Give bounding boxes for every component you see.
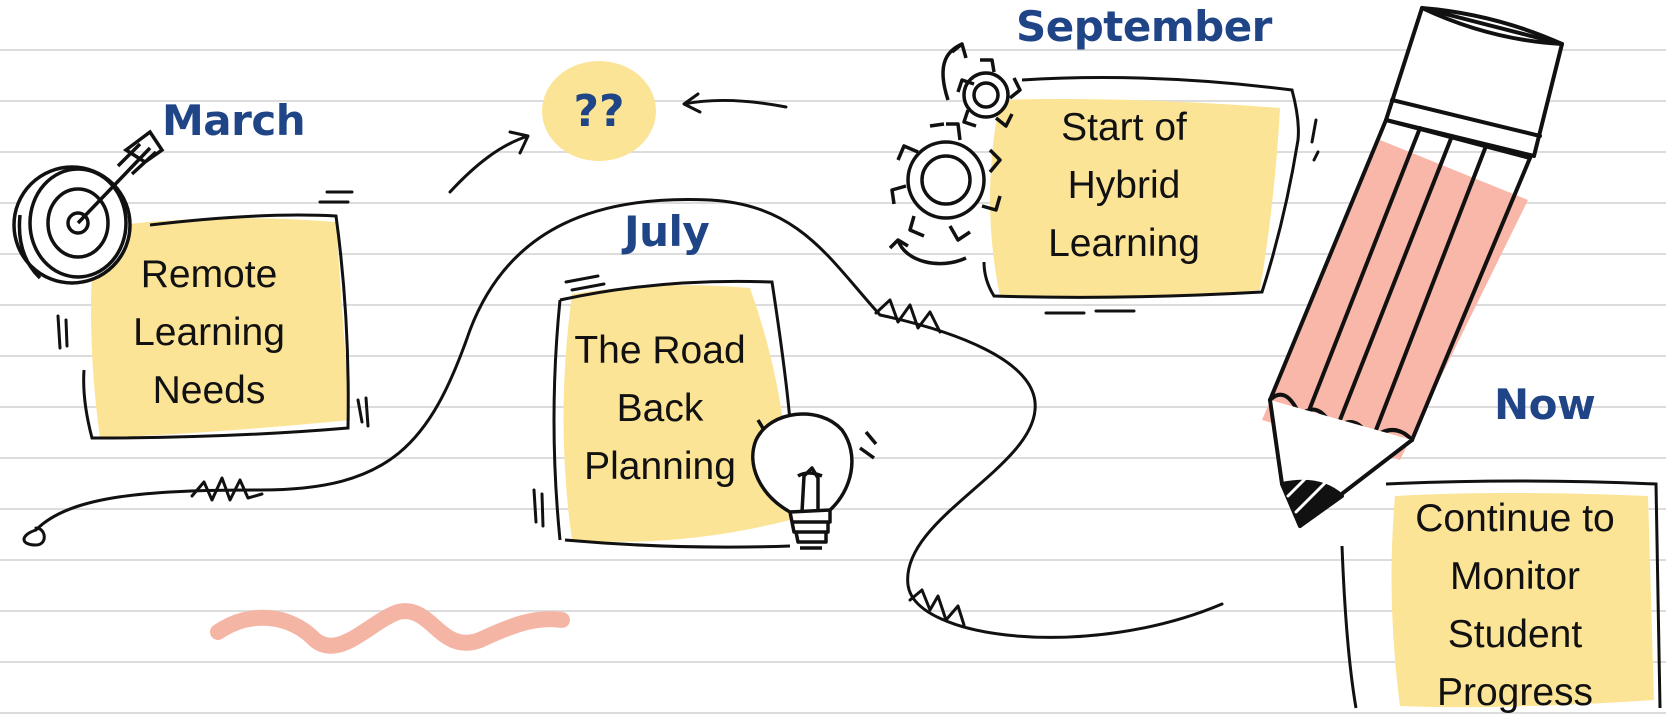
accent-dash [56,314,69,350]
march-card [82,213,350,440]
lightbulb-icon [751,412,878,550]
accent-dash [356,396,370,428]
arrow-from-september [682,92,788,114]
zigzag-mark [190,476,264,502]
pink-scribble [210,603,570,654]
accent-dash [318,190,354,204]
milestone-text-march: Remote Learning Needs [133,253,285,412]
july-card [552,279,794,549]
accent-dash [564,274,606,292]
milestone-month-march: March [162,96,306,145]
accent-dash [1310,118,1320,162]
now-card [1340,479,1662,709]
milestone-month-now: Now [1494,380,1596,429]
timeline-path [22,197,1224,639]
milestone-text-september: Start of Hybrid Learning [1048,106,1200,265]
milestone-text-now: Continue to Monitor Student Progress [1415,497,1615,714]
accent-dash [1044,309,1136,315]
zigzag-mark [874,298,942,334]
unknown-next-step-marker: ?? [542,61,656,161]
milestone-text-july: The Road Back Planning [574,329,746,488]
gears-icon [888,42,1022,266]
pencil-icon [1262,6,1564,528]
september-card [982,76,1300,299]
target-arrow-icon [12,129,165,285]
milestone-month-september: September [1016,2,1272,51]
zigzag-mark [908,588,966,627]
arrow-to-question [448,130,530,194]
accent-dash [532,488,545,528]
milestone-month-july: July [624,207,710,256]
